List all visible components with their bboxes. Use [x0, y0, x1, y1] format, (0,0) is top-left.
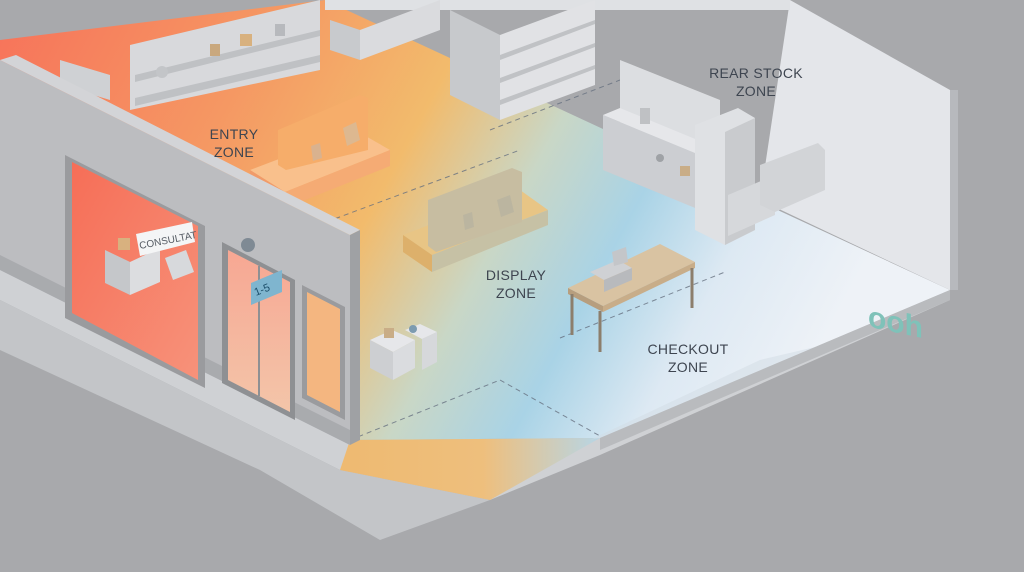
- tall-shelving-unit: [450, 0, 595, 120]
- checkout-zone-label-line1: CHECKOUT: [648, 341, 729, 357]
- window-sign: [136, 222, 195, 256]
- counter-edge-front: [603, 262, 695, 312]
- floor-slab-edge: [600, 290, 950, 450]
- back-rack: [330, 0, 440, 60]
- rear-shelf-item: [656, 154, 664, 162]
- entry-zone-label-line1: ENTRY: [210, 126, 259, 142]
- display-item: [463, 212, 474, 230]
- entry-display-item: [311, 143, 322, 161]
- entry-zone-label-line2: ZONE: [214, 144, 254, 160]
- box-item: [384, 328, 394, 338]
- display-table-front: [432, 210, 548, 272]
- checkout-counter: [568, 244, 695, 352]
- entry-display-board: [278, 95, 368, 170]
- shelving-row: [500, 65, 595, 105]
- right-back-wall: [760, 0, 950, 290]
- door-sign: [251, 270, 282, 305]
- window-display-box: [105, 250, 130, 295]
- divider-front: [499, 379, 601, 437]
- rear-stock-shelving: [603, 60, 825, 245]
- window-tablet: [165, 250, 194, 280]
- shelving-row: [500, 20, 595, 60]
- right-wall-edge: [950, 90, 958, 290]
- wall-shelf-upper: [135, 30, 320, 82]
- window-display-box: [130, 248, 160, 295]
- box-side: [370, 340, 393, 380]
- display-zone-label-line2: ZONE: [496, 285, 536, 301]
- sidewalk: [0, 300, 490, 540]
- window-item: [118, 238, 130, 250]
- shelf-item: [210, 44, 220, 56]
- entrance-boxes: [370, 324, 437, 380]
- checkout-zone-label-line2: ZONE: [668, 359, 708, 375]
- display-zone-table: [403, 168, 548, 272]
- rear-cabinet-top: [603, 108, 717, 155]
- cash-register: [590, 260, 632, 280]
- box-front: [393, 340, 415, 380]
- front-facade: [0, 55, 360, 445]
- facade-edge: [350, 230, 360, 445]
- cash-register-front: [604, 268, 632, 292]
- display-table-side: [403, 235, 432, 272]
- zone-labels: ENTRY ZONE DISPLAY ZONE CHECKOUT ZONE RE…: [210, 65, 803, 375]
- wall-shelf-lower: [135, 55, 320, 106]
- rack-side: [330, 20, 360, 60]
- door-sign-text: 1-5: [253, 282, 272, 299]
- rear-shelf-item: [640, 108, 650, 124]
- shelving-side: [450, 10, 500, 120]
- display-item: [497, 195, 514, 217]
- box-top: [370, 330, 415, 352]
- rear-shelf-item: [680, 166, 690, 176]
- divider-entry-display: [309, 149, 521, 229]
- divider-display-checkout: [559, 271, 726, 339]
- left-cabinet: [60, 60, 110, 100]
- rack-front: [360, 0, 440, 60]
- register-screen: [612, 247, 628, 266]
- counter-edge-left: [568, 288, 603, 312]
- entry-table-front: [285, 150, 390, 208]
- shelf-item: [240, 34, 252, 46]
- floor-front-strip: [340, 438, 600, 500]
- rear-low-cabinet: [603, 115, 700, 210]
- facade-top: [0, 55, 360, 235]
- entry-display-item: [343, 122, 360, 146]
- zone-dividers: [309, 79, 726, 441]
- box-item: [409, 325, 417, 333]
- rear-stock-zone-label-line1: REAR STOCK: [709, 65, 803, 81]
- display-board: [428, 168, 522, 252]
- display-zone-label-line1: DISPLAY: [486, 267, 547, 283]
- box-front: [422, 332, 437, 370]
- wall-shelves-left: [135, 24, 320, 106]
- shelf-item: [275, 24, 285, 36]
- right-window: [307, 292, 340, 412]
- stock-box: [760, 143, 825, 212]
- rear-stock-zone-label-line2: ZONE: [736, 83, 776, 99]
- back-wall-top: [325, 0, 790, 10]
- shelf-item: [156, 66, 168, 78]
- shelving-row: [500, 43, 595, 83]
- security-camera-icon: [241, 238, 255, 252]
